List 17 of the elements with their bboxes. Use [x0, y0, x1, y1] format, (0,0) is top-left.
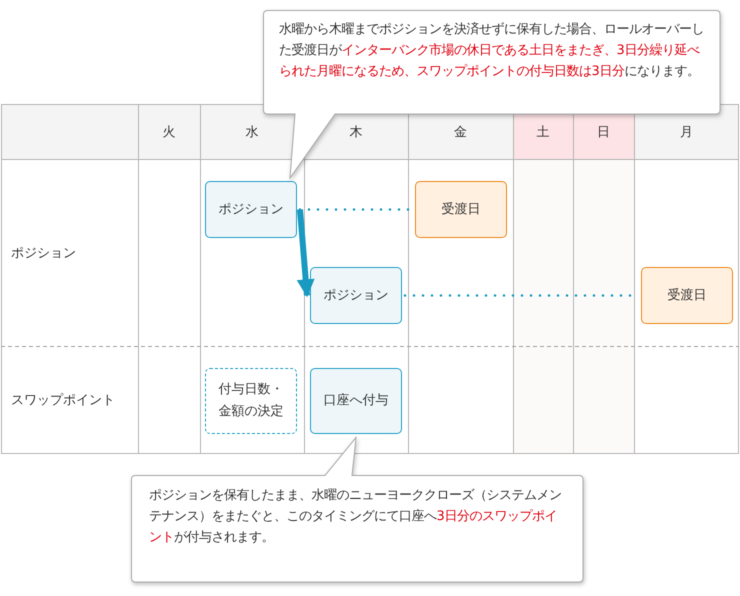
arrow	[296, 209, 315, 298]
swap-decision-box: 付与日数・金額の決定	[205, 368, 297, 434]
row-label: スワップポイント	[11, 392, 115, 408]
settlement-date-box: 受渡日	[415, 181, 507, 238]
weekday-header: 火	[162, 124, 176, 140]
weekday-header: 木	[350, 124, 362, 140]
swap-credit-box: 口座へ付与	[310, 368, 402, 434]
weekday-header: 日	[597, 124, 610, 140]
position-box: ポジション	[310, 267, 402, 324]
weekday-header: 土	[536, 124, 550, 140]
weekday-header: 月	[680, 124, 693, 140]
weekday-header: 水	[246, 124, 258, 140]
position-box: ポジション	[205, 181, 297, 238]
speech-bubble: ポジションを保有したまま、水曜のニューヨーククローズ（システムメンテナンス）をまたぐと、このタイミングにて口座へ3日分のスワップポイントが付与されます。	[131, 437, 584, 582]
row-label: ポジション	[11, 244, 76, 262]
settlement-date-box: 受渡日	[641, 267, 733, 324]
weekday-header: 金	[454, 124, 467, 140]
